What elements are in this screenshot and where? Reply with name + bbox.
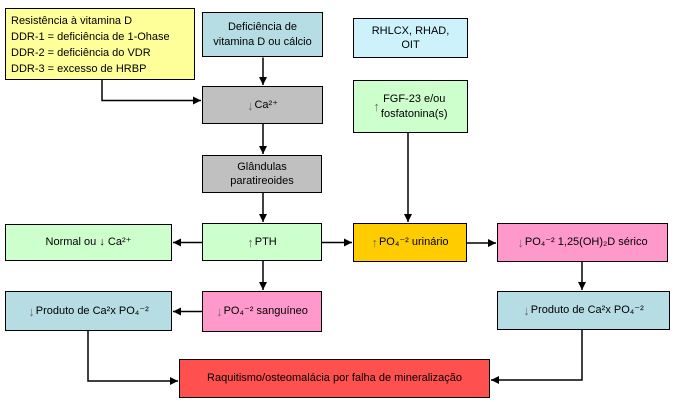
node-po4-sanguineo-baixo: ↓ PO₄⁻² sanguíneo	[202, 291, 322, 332]
node-raquitismo-osteomalacia: Raquitismo/osteomalácia por falha de min…	[179, 359, 490, 398]
up-arrow-glyph: ↑	[373, 99, 380, 114]
node-fgf23-fosfatonina: ↑ FGF-23 e/ou fosfatonina(s)	[353, 80, 468, 133]
node-text: FGF-23 e/ou fosfatonina(s)	[380, 93, 448, 120]
node-resistencia-vitamina-d: Resistência à vitamina D DDR-1 = deficiê…	[5, 8, 195, 80]
node-produto-ca-po4-direita: ↓ Produto de Ca²x PO₄⁻²	[497, 291, 670, 330]
down-arrow-glyph: ↓	[523, 303, 530, 318]
up-arrow-glyph: ↑	[247, 234, 254, 250]
connector-produto-direita-to-raquitismo	[491, 330, 583, 384]
node-rhlcx-rhad-oit: RHLCX, RHAD, OIT	[353, 18, 468, 58]
node-text: PTH	[254, 235, 277, 248]
down-arrow-glyph: ↓	[246, 97, 254, 113]
node-text: Produto de Ca²x PO₄⁻²	[35, 304, 149, 317]
connector-produto-esquerda-to-raquitismo	[87, 331, 178, 385]
down-arrow-glyph: ↓	[517, 235, 524, 250]
node-deficiencia-vitamina-d: Deficiência de vitamina D ou cálcio	[202, 12, 323, 57]
node-text: PO₄⁻² urinário	[378, 236, 449, 249]
node-text: Produto de Ca²x PO₄⁻²	[530, 304, 644, 317]
node-text: Normal ou ↓ Ca²⁺	[45, 236, 132, 249]
node-ca-baixo: ↓ Ca²⁺	[202, 86, 323, 124]
node-text: Ca²⁺	[254, 98, 279, 111]
node-text: Deficiência de vitamina D ou cálcio	[213, 21, 312, 48]
connector-resistencia-to-ca	[101, 80, 201, 105]
node-po4-serico-baixo: ↓ PO₄⁻² 1,25(OH)₂D sérico	[497, 223, 668, 262]
node-pth-alto: ↑ PTH	[202, 223, 322, 261]
down-arrow-glyph: ↓	[28, 303, 35, 319]
node-text: Resistência à vitamina D DDR-1 = deficiê…	[11, 15, 170, 75]
node-text: PO₄⁻² 1,25(OH)₂D sérico	[524, 236, 648, 249]
node-glandulas-paratireoides: Glândulas paratireoides	[202, 155, 322, 193]
node-text: RHLCX, RHAD, OIT	[371, 24, 450, 51]
node-text: Glândulas paratireoides	[230, 160, 294, 187]
up-arrow-glyph: ↑	[371, 235, 378, 250]
node-text: Raquitismo/osteomalácia por falha de min…	[207, 372, 462, 385]
node-normal-ou-ca-baixo: Normal ou ↓ Ca²⁺	[5, 224, 172, 261]
node-text: PO₄⁻² sanguíneo	[223, 305, 308, 318]
node-po4-urinario-alto: ↑ PO₄⁻² urinário	[353, 223, 467, 262]
down-arrow-glyph: ↓	[216, 304, 223, 319]
node-produto-ca-po4-esquerda: ↓ Produto de Ca²x PO₄⁻²	[5, 291, 172, 331]
